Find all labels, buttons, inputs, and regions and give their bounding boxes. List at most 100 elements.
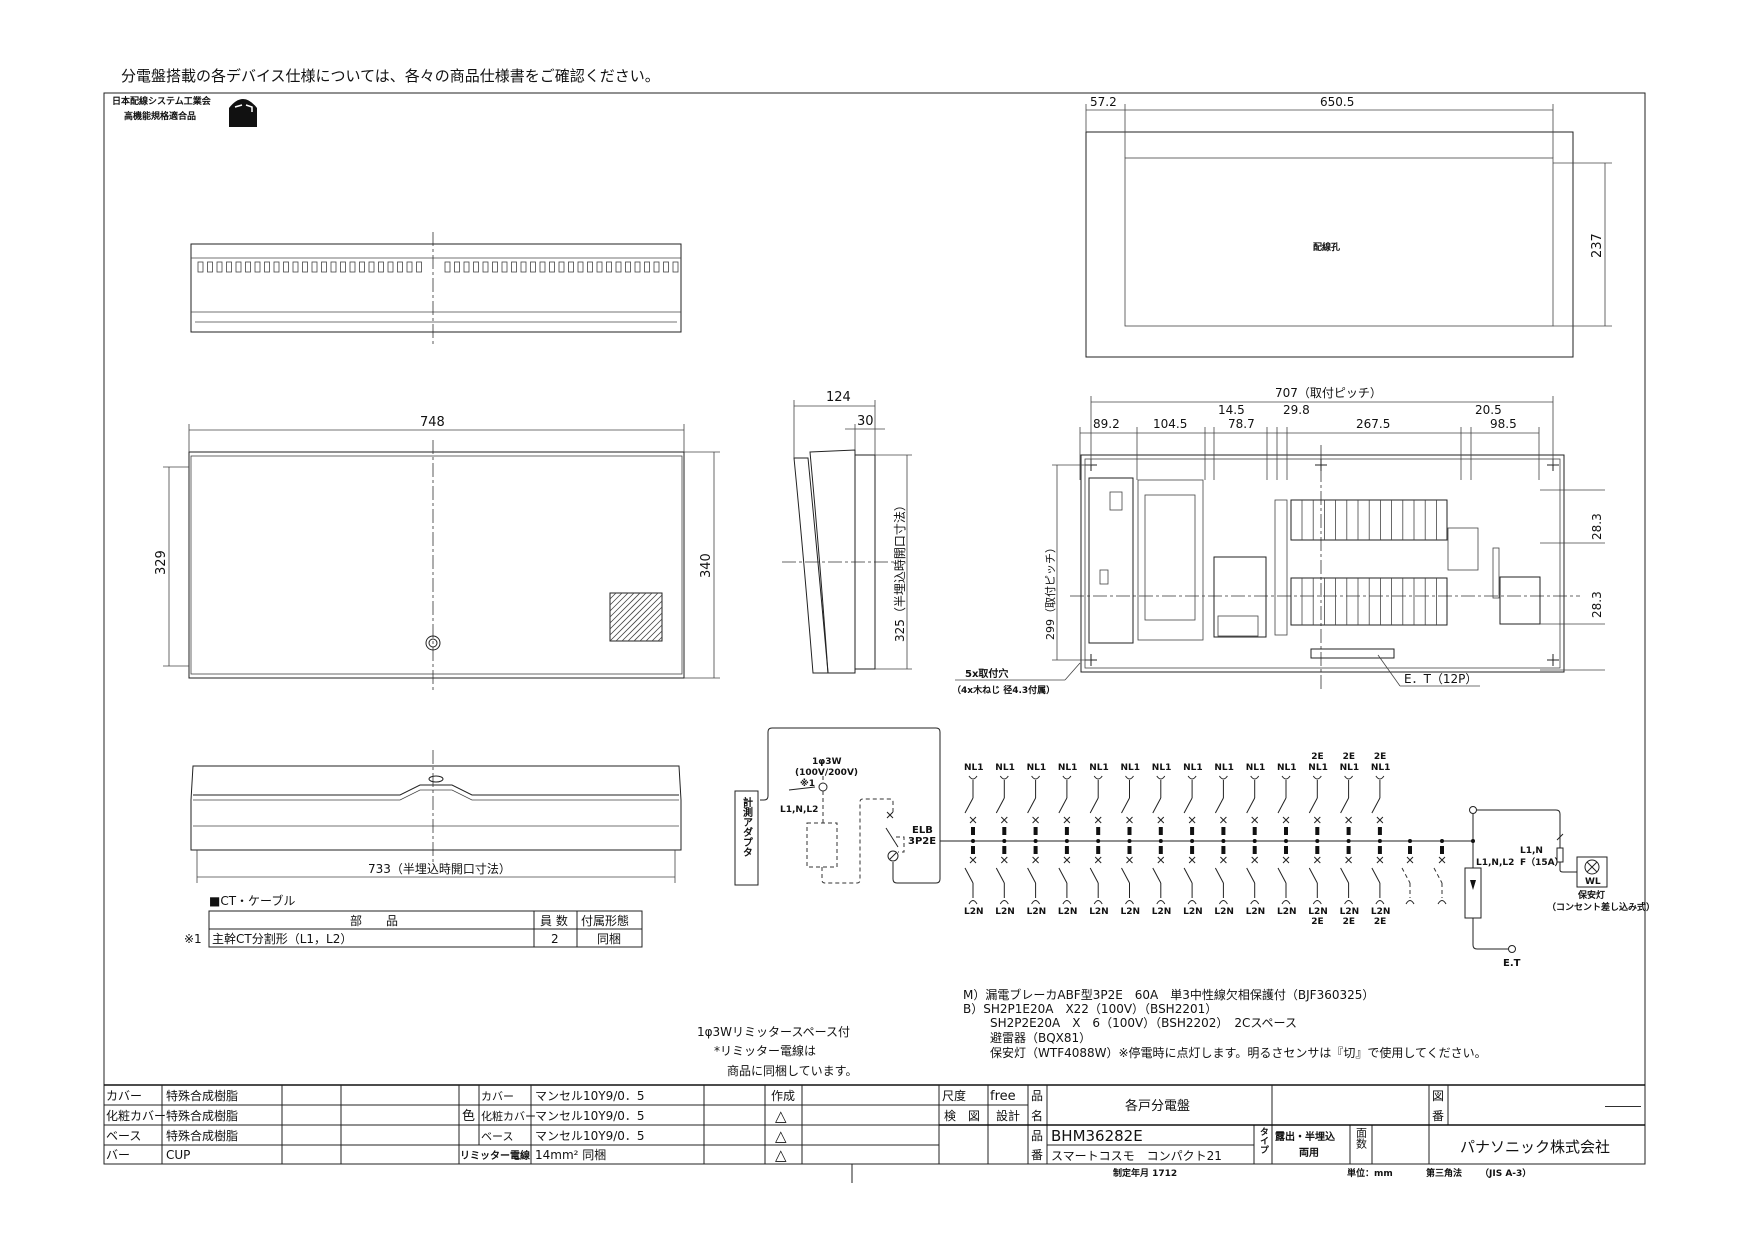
arrester-arrow-icon bbox=[1470, 880, 1476, 890]
ct-row-form: 同梱 bbox=[597, 932, 621, 946]
contact-icon bbox=[1094, 816, 1102, 824]
contact-icon bbox=[1157, 816, 1165, 824]
vent-slot bbox=[340, 261, 346, 273]
trip-element bbox=[1064, 846, 1069, 854]
safety-lamp bbox=[1576, 856, 1608, 888]
vent-slot bbox=[254, 261, 261, 273]
terminal-icon bbox=[1187, 775, 1197, 780]
bus-connection-dot bbox=[1127, 839, 1132, 843]
hatch-line bbox=[645, 624, 663, 642]
company-name: パナソニック株式会社 bbox=[1460, 1138, 1610, 1156]
hatch-line bbox=[609, 592, 653, 636]
limiter-wire-label: リミッター電線 bbox=[460, 1149, 530, 1162]
vent-slot bbox=[311, 261, 318, 273]
hatch-line bbox=[639, 618, 663, 642]
wiring-hole-label: 配線孔 bbox=[1313, 241, 1340, 253]
ct-row-mark: ※1 bbox=[184, 932, 202, 946]
switch-icon bbox=[1277, 797, 1287, 814]
terminal-icon bbox=[999, 900, 1009, 905]
vent-slot bbox=[359, 261, 365, 273]
vent-slot bbox=[492, 261, 498, 273]
trip-element bbox=[971, 827, 975, 835]
vent-slot bbox=[615, 261, 622, 273]
trip-element bbox=[1158, 827, 1163, 835]
unit-label: 単位：mm bbox=[1347, 1167, 1393, 1179]
terminal-icon bbox=[1375, 775, 1385, 780]
breaker-top-label: NL1 bbox=[1027, 763, 1047, 773]
title-block: カバー 化粧カバー ベース バー 特殊合成樹脂 特殊合成樹脂 特殊合成樹脂 CU… bbox=[104, 1084, 1645, 1164]
switch-icon bbox=[1121, 867, 1130, 884]
trip-element bbox=[971, 846, 975, 854]
contact-icon bbox=[1220, 816, 1227, 824]
mounting-holes-label: 5x取付穴 bbox=[965, 667, 1008, 680]
vent-slot bbox=[596, 261, 603, 273]
vent-slot bbox=[530, 261, 536, 273]
switch-icon bbox=[1183, 867, 1193, 884]
contact-icon bbox=[969, 856, 977, 864]
breaker-top-label: NL1 bbox=[1277, 763, 1297, 773]
vent-slot bbox=[406, 261, 413, 273]
trip-element bbox=[1158, 846, 1163, 854]
specification-notes: M）漏電ブレーカABF型3P2E 60A 単3中性線欠相保護付（BJF36032… bbox=[963, 987, 1487, 1060]
trip-element bbox=[1377, 827, 1382, 835]
material-value: 特殊合成樹脂 bbox=[166, 1108, 238, 1123]
bus-connection-dot bbox=[1408, 839, 1412, 843]
bus-connection-dot bbox=[1252, 839, 1257, 843]
dim-78-7: 78.7 bbox=[1228, 417, 1255, 431]
trip-element bbox=[1284, 827, 1288, 835]
switch-icon bbox=[1371, 867, 1381, 884]
terminal-icon bbox=[1250, 775, 1260, 780]
trip-element bbox=[1002, 846, 1007, 854]
terminal-icon bbox=[1156, 900, 1166, 905]
spare-space bbox=[1401, 839, 1415, 905]
vent-slot bbox=[273, 261, 280, 273]
terminal-icon bbox=[1062, 775, 1072, 780]
ct-header-form: 付属形態 bbox=[581, 913, 629, 928]
vent-slot bbox=[644, 261, 650, 273]
contact-icon bbox=[1220, 856, 1227, 864]
rear-view: 57.2 650.5 237 配線孔 bbox=[1085, 95, 1612, 358]
breaker-top-label: NL1 bbox=[995, 763, 1015, 773]
terminal-icon bbox=[1187, 900, 1197, 905]
row-offset-bottom-dim: 28.3 bbox=[1590, 591, 1604, 618]
vent-slot bbox=[349, 261, 356, 273]
vent-slot bbox=[663, 261, 669, 273]
faces-label: 面数 bbox=[1355, 1127, 1368, 1150]
revision-mark: △ bbox=[775, 1127, 787, 1145]
front-height-right-dim: 340 bbox=[699, 553, 714, 578]
breaker-top-label: NL1 bbox=[1183, 763, 1203, 773]
hatch-line bbox=[609, 592, 659, 642]
certification-line1: 日本配線システム工業会 bbox=[112, 95, 212, 107]
header-note: 分電盤搭載の各デバイス仕様については、各々の商品仕様書をご確認ください。 bbox=[121, 67, 660, 85]
hatch-line bbox=[657, 636, 663, 642]
earth-terminal-label: E．T（12P） bbox=[1404, 672, 1477, 686]
type-label: タイプ bbox=[1258, 1127, 1269, 1154]
contact-icon bbox=[1313, 856, 1321, 864]
incoming-lines-label: L1,N,L2 bbox=[780, 805, 818, 815]
nameplate-area bbox=[609, 592, 663, 642]
drawing-no: ――― bbox=[1605, 1099, 1641, 1113]
breaker-bottom-label: L2N bbox=[1277, 907, 1297, 917]
hatch-line bbox=[609, 592, 641, 624]
terminal-icon bbox=[968, 775, 978, 780]
terminal-icon bbox=[1031, 775, 1041, 780]
switch-icon bbox=[1246, 797, 1256, 814]
terminal-icon bbox=[1281, 775, 1291, 780]
bus-connection-dot bbox=[1158, 839, 1163, 843]
vent-slot bbox=[264, 261, 270, 273]
contact-icon bbox=[1376, 856, 1384, 864]
product-number: BHM36282E bbox=[1051, 1127, 1143, 1145]
trip-element bbox=[1002, 827, 1007, 835]
lamp-fuse-label: F（15A） bbox=[1520, 857, 1564, 868]
hatch-line bbox=[609, 592, 623, 606]
vent-slot bbox=[625, 261, 631, 273]
ct-row-qty: 2 bbox=[551, 932, 559, 946]
certification-mark: 日本配線システム工業会 高機能規格適合品 bbox=[112, 95, 257, 127]
mounting-screws-label: （4x木ねじ 径4.3付属） bbox=[952, 684, 1055, 696]
breaker-bottom-label: L2N bbox=[1340, 907, 1360, 917]
switch-icon bbox=[1433, 867, 1443, 884]
dim-14-5: 14.5 bbox=[1218, 403, 1245, 417]
mounting-pitch-dim: 707（取付ピッチ） bbox=[1275, 386, 1382, 400]
